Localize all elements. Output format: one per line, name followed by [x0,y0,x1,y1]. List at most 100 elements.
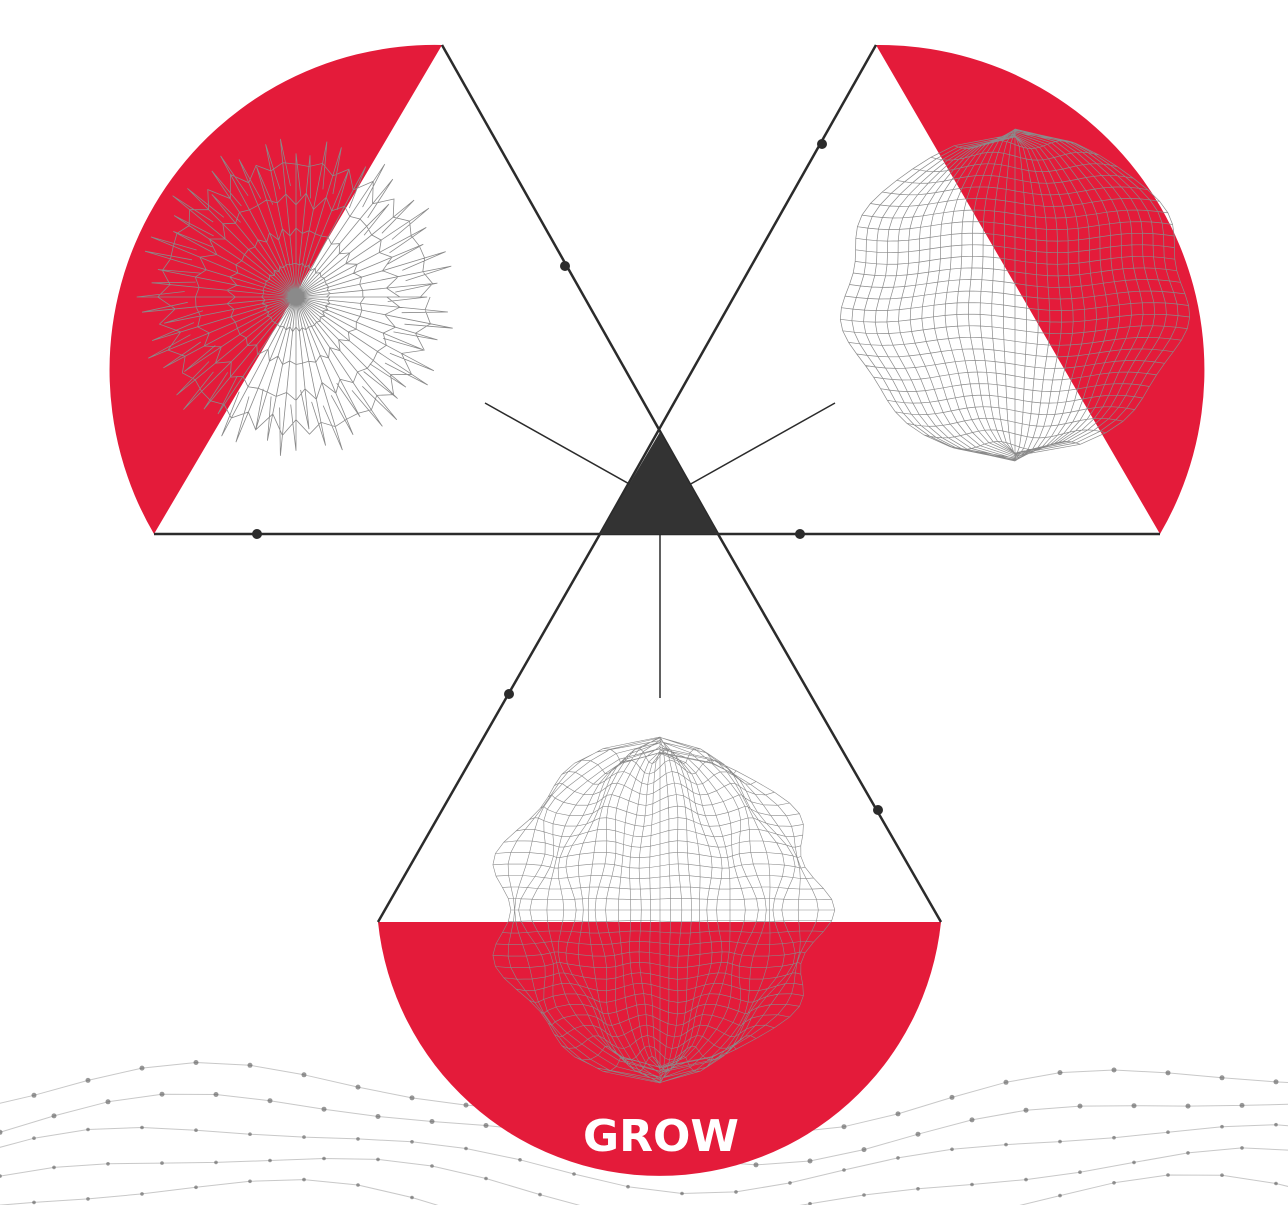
build-outer-edge [442,45,718,534]
network-node [140,1192,144,1196]
network-node [862,1147,867,1152]
network-node [32,1201,36,1205]
network-node [140,1126,144,1130]
network-node [1058,1070,1063,1075]
edge-dot [795,529,805,539]
network-node [86,1078,91,1083]
network-node [842,1124,847,1129]
network-node [896,1156,900,1160]
network-node [140,1066,145,1071]
network-node [1112,1136,1116,1140]
network-node [1024,1178,1028,1182]
network-node [430,1164,434,1168]
network-node [194,1128,198,1132]
edge-dot [252,529,262,539]
network-node [1132,1161,1136,1165]
edge-dot [560,261,570,271]
network-node [1166,1070,1171,1075]
network-node [248,1180,252,1184]
network-node [808,1159,813,1164]
network-node [1186,1104,1191,1109]
network-node [950,1095,955,1100]
network-node [896,1111,901,1116]
grow-label: GROW [583,1111,739,1162]
network-node [0,1174,2,1178]
network-node [970,1117,975,1122]
network-node [86,1128,90,1132]
network-node [970,1183,974,1187]
network-node [484,1177,488,1181]
network-node [194,1186,198,1190]
network-node [842,1168,846,1172]
network-node [356,1183,360,1187]
network-node [214,1092,219,1097]
network-node [302,1072,307,1077]
network-node [248,1063,253,1068]
network-node [356,1137,360,1141]
network-node [916,1132,921,1137]
network-node [410,1140,414,1144]
spoke-secure [680,403,835,490]
network-node [464,1103,469,1108]
network-node [410,1095,415,1100]
network-node [1078,1170,1082,1174]
network-node [32,1136,36,1140]
network-node [1058,1194,1062,1198]
network-node [1112,1068,1117,1073]
network-node [322,1107,327,1112]
network-node [1274,1123,1278,1127]
network-node [268,1159,272,1163]
edge-dot [817,139,827,149]
network-node [1132,1103,1137,1108]
edge-dot [504,689,514,699]
network-node [376,1158,380,1162]
network-node [734,1190,738,1194]
network-node [322,1157,326,1161]
network-node [1166,1173,1170,1177]
network-node [1004,1080,1009,1085]
network-node [0,1130,3,1135]
network-node [194,1060,199,1065]
network-node [680,1192,684,1196]
secure-outer-edge [600,45,876,534]
network-node [268,1098,273,1103]
network-node [248,1132,252,1136]
edge-dot [873,805,883,815]
network-node [1220,1075,1225,1080]
network-node [356,1085,361,1090]
network-node [106,1162,110,1166]
network-node [32,1093,37,1098]
network-node [1058,1140,1062,1144]
network-node [1274,1182,1278,1186]
network-node [484,1123,489,1128]
network-node [376,1114,381,1119]
network-node [1024,1108,1029,1113]
network-node [916,1187,920,1191]
network-node [1274,1079,1279,1084]
network-node [1240,1146,1244,1150]
network-node [302,1135,306,1139]
network-node [950,1148,954,1152]
network-node [106,1099,111,1104]
network-node [626,1185,630,1189]
network-node [1240,1103,1245,1108]
edge-dots [252,139,883,815]
network-node [538,1193,542,1197]
network-node [430,1119,435,1124]
network-node [214,1161,218,1165]
network-node [1186,1151,1190,1155]
network-node [1004,1143,1008,1147]
network-node [1078,1104,1083,1109]
center-triangle [600,432,718,534]
network-node [86,1197,90,1201]
network-node [518,1158,522,1162]
network-node [754,1162,759,1167]
network-node [52,1113,57,1118]
network-node [1112,1181,1116,1185]
network-node [1166,1130,1170,1134]
network-node [862,1193,866,1197]
network-node [788,1181,792,1185]
network-node [160,1092,165,1097]
network-node [572,1172,576,1176]
